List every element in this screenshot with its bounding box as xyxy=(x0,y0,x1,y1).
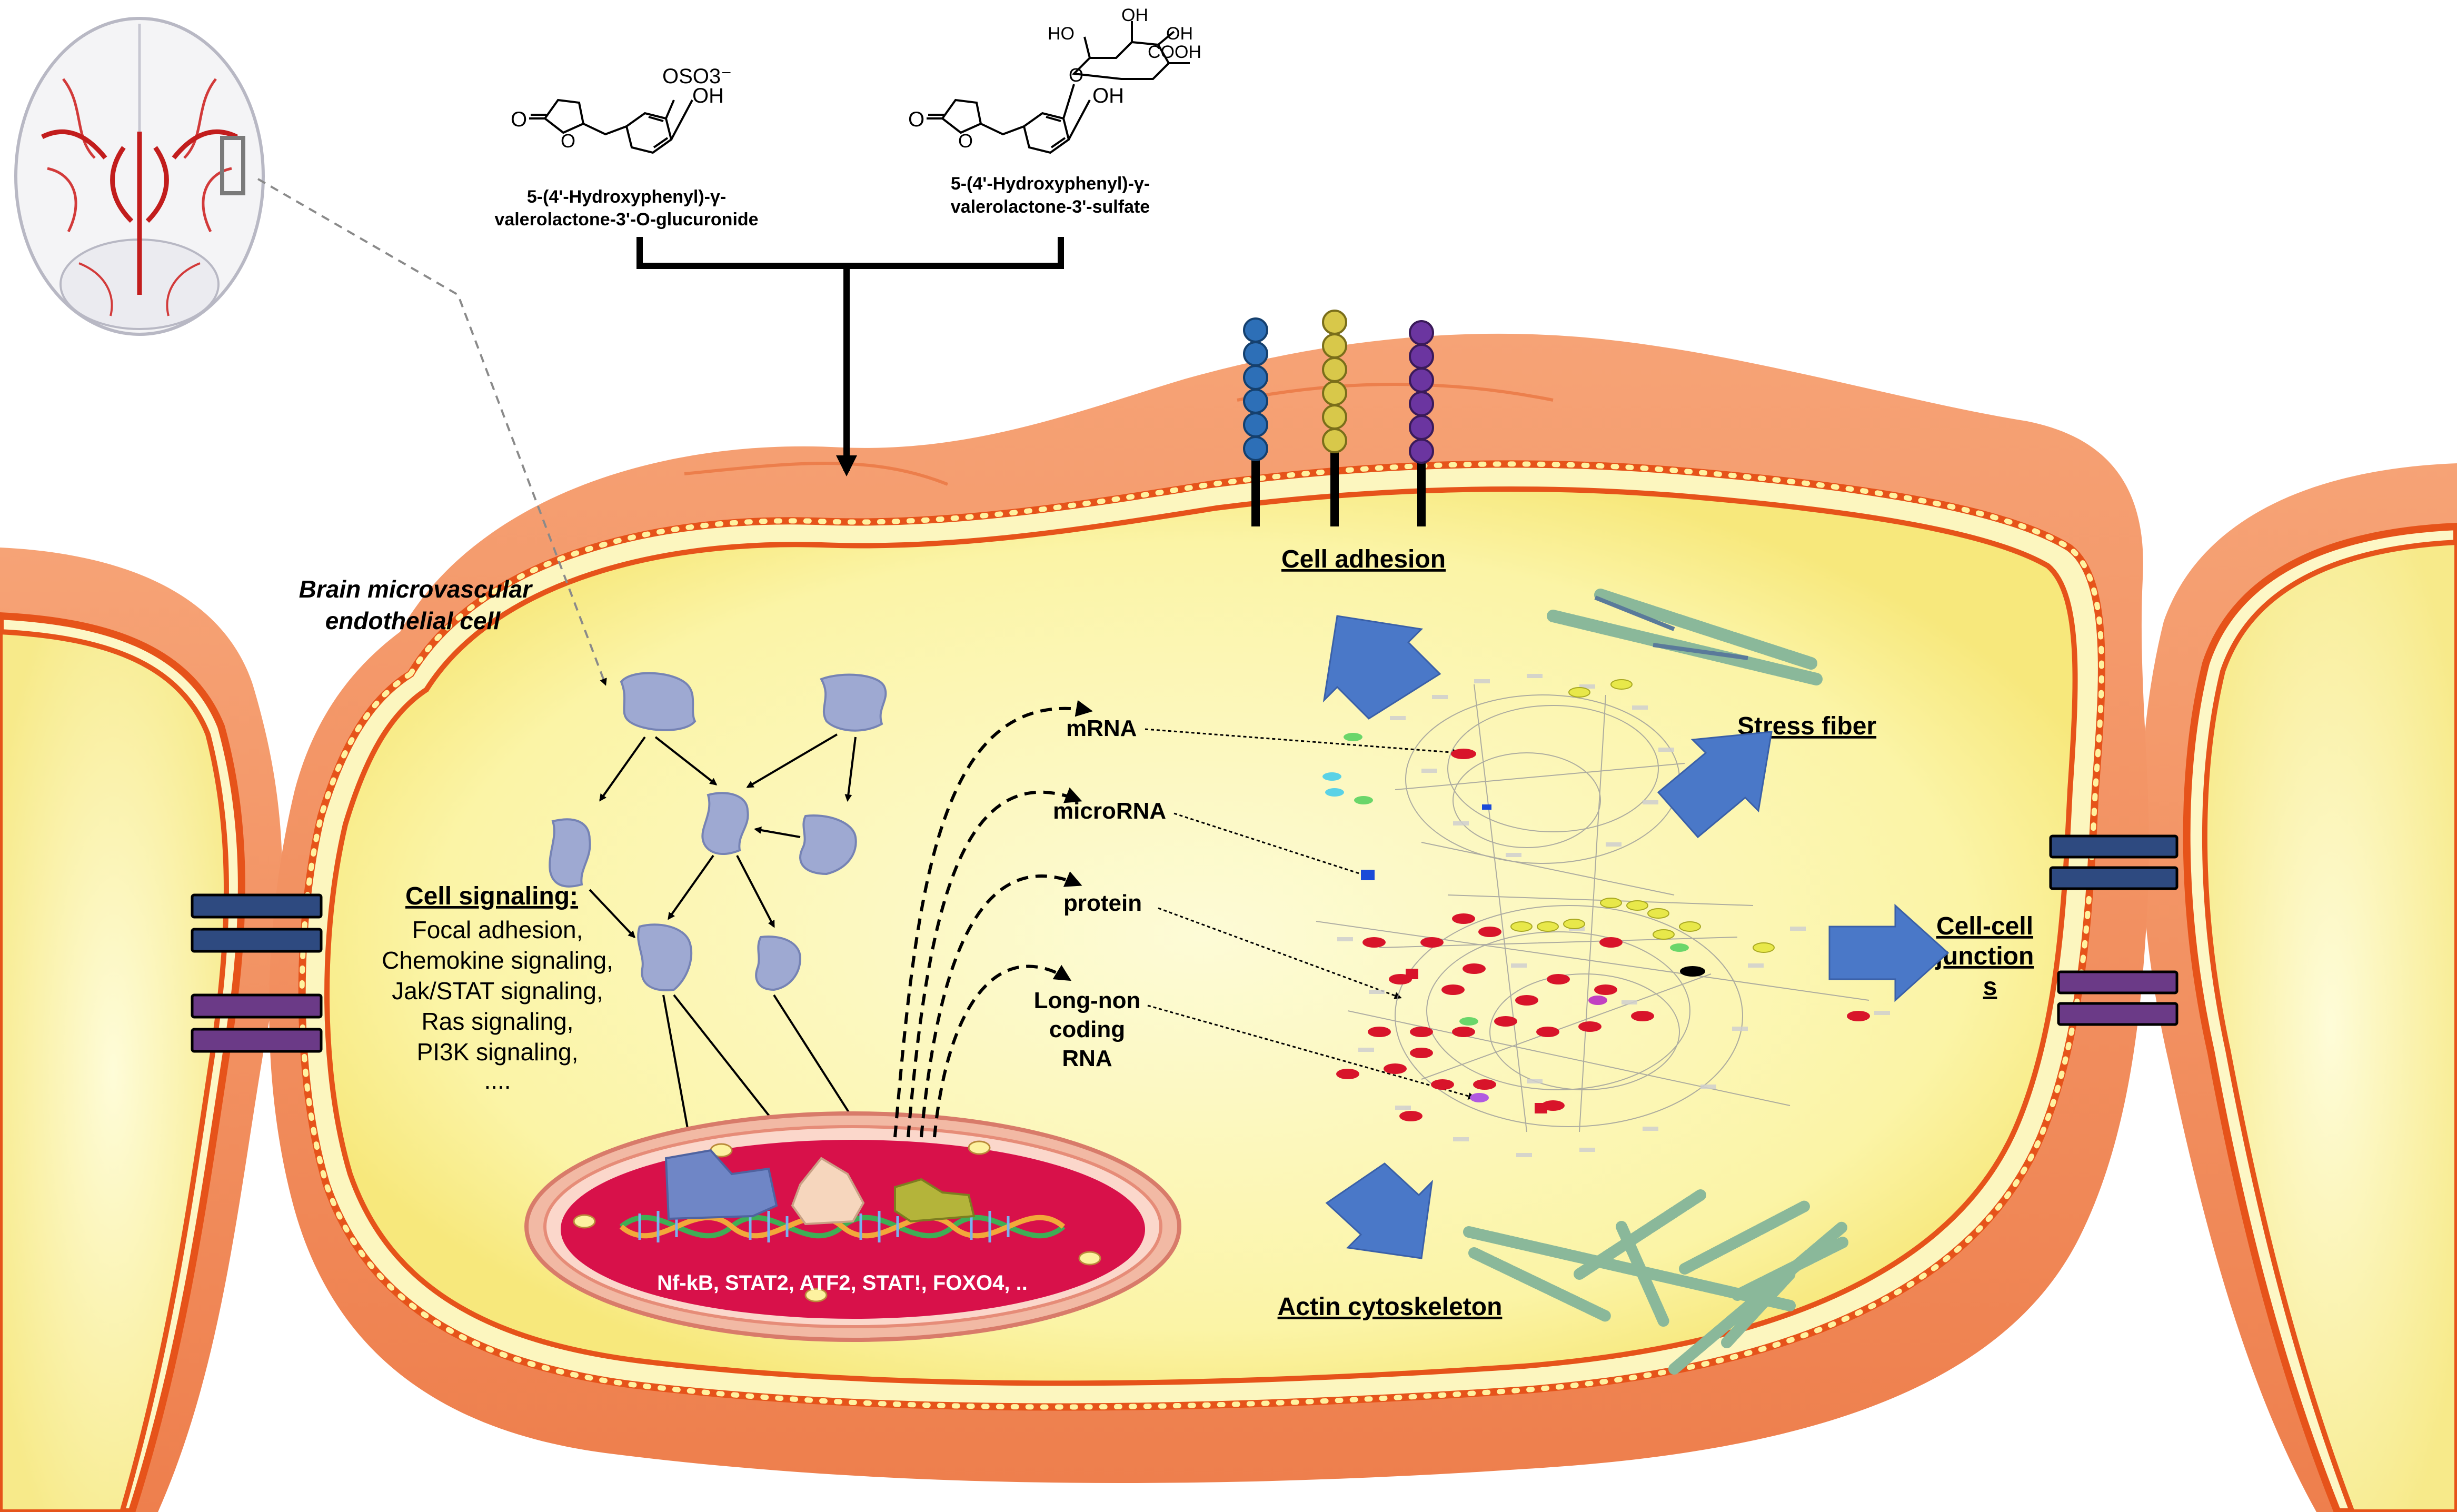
outcome-junctions-line1: Cell-cell xyxy=(1936,912,2033,940)
transcription-factor-list: Nf-kB, STAT2, ATF2, STAT!, FOXO4, .. xyxy=(657,1271,1028,1295)
signaling-network xyxy=(549,672,896,1186)
cell-label-line1: Brain microvascular xyxy=(299,575,533,603)
label-protein: protein xyxy=(1063,890,1142,916)
compound-1-hydroxyl: OH xyxy=(692,84,724,107)
svg-text:O: O xyxy=(511,108,527,131)
transcription-factor-green xyxy=(894,1178,976,1223)
signaling-protein-icon xyxy=(620,672,697,731)
right-neighbor-cell xyxy=(2141,463,2457,1512)
label-lncrna-line1: Long-non xyxy=(1034,988,1141,1013)
compound-2-sugar-oh-top: OH xyxy=(1121,5,1148,25)
signaling-item: .... xyxy=(484,1067,511,1094)
network-link-arrows xyxy=(1145,728,1476,1100)
transcription-factor-beige xyxy=(791,1157,865,1226)
compound-2-name-line2: valerolactone-3'-sulfate xyxy=(951,197,1150,217)
label-lncrna-line3: RNA xyxy=(1062,1046,1112,1071)
zoom-dashed-line xyxy=(257,178,607,686)
dna-icon xyxy=(619,1211,1066,1242)
left-neighbor-cell xyxy=(0,548,283,1512)
compound-1-sulfate: OSO3⁻ xyxy=(662,65,732,88)
signaling-protein-icon xyxy=(820,673,887,732)
transcription-factors xyxy=(664,1149,976,1226)
signaling-protein-icon xyxy=(701,792,749,856)
integrin-icon xyxy=(1243,317,1268,526)
signaling-protein-icon xyxy=(637,923,693,991)
compound-1-name-line2: valerolactone-3'-O-glucuronide xyxy=(494,210,758,230)
compound-2-sugar-cooh: COOH xyxy=(1148,42,1201,62)
svg-text:O: O xyxy=(561,130,575,152)
compound-2-name-line1: 5-(4'-Hydroxyphenyl)-γ- xyxy=(951,174,1150,194)
arrow-to-junctions xyxy=(1828,903,1949,1002)
junction-proteins-left xyxy=(191,893,323,1053)
transcription-factor-blue xyxy=(664,1149,778,1220)
compound-1-name-line1: 5-(4'-Hydroxyphenyl)-γ- xyxy=(527,187,726,207)
junction-proteins-right xyxy=(2049,834,2179,1026)
outcome-cell-adhesion: Cell adhesion xyxy=(1281,545,1446,573)
signaling-item: Focal adhesion, xyxy=(412,916,583,943)
svg-text:O: O xyxy=(908,108,924,131)
outcome-junctions-line2: junction xyxy=(1935,942,2034,970)
compound-2-sugar-oh-right: OH xyxy=(1166,24,1193,44)
filament-icon xyxy=(1463,1189,1848,1375)
brain-icon xyxy=(14,17,265,336)
arrow-to-actin xyxy=(1325,1162,1434,1259)
label-microrna: microRNA xyxy=(1053,798,1166,824)
cell-signaling-title: Cell signaling: xyxy=(405,882,578,910)
compound-1-structure xyxy=(529,98,693,154)
outcome-arrows xyxy=(1322,615,1949,1259)
compound-2-sugar-o: O xyxy=(1069,64,1083,86)
compound-2-sugar-ho: HO xyxy=(1048,24,1075,44)
compound-2-structure xyxy=(927,21,1190,154)
integrin-icon xyxy=(1409,320,1434,526)
arrow-to-cell-adhesion xyxy=(1322,615,1441,720)
compound-2-hydroxyl: OH xyxy=(1092,84,1124,107)
signaling-item: PI3K signaling, xyxy=(417,1038,579,1066)
integrin-icon xyxy=(1322,310,1347,526)
compound-bracket xyxy=(636,237,1064,269)
outcome-junctions-line3: s xyxy=(1983,973,1997,1001)
label-lncrna-line2: coding xyxy=(1049,1017,1125,1042)
signaling-protein-icon xyxy=(799,814,857,876)
signaling-item: Ras signaling, xyxy=(422,1008,574,1035)
label-mrna: mRNA xyxy=(1066,715,1137,741)
network-icon xyxy=(1316,674,1890,1157)
arrow-to-stress-fiber xyxy=(1657,731,1773,839)
regulation-arrows xyxy=(893,700,1093,1138)
signaling-protein-icon xyxy=(755,936,802,991)
signaling-protein-icon xyxy=(549,818,591,888)
signaling-item: Jak/STAT signaling, xyxy=(392,977,603,1004)
brain-region-box xyxy=(220,136,245,195)
filament-icon xyxy=(1547,589,1823,685)
outcome-actin-cytoskeleton: Actin cytoskeleton xyxy=(1278,1293,1503,1321)
signaling-item: Chemokine signaling, xyxy=(382,947,613,974)
cell-label-line2: endothelial cell xyxy=(325,607,501,634)
svg-text:O: O xyxy=(958,130,973,152)
